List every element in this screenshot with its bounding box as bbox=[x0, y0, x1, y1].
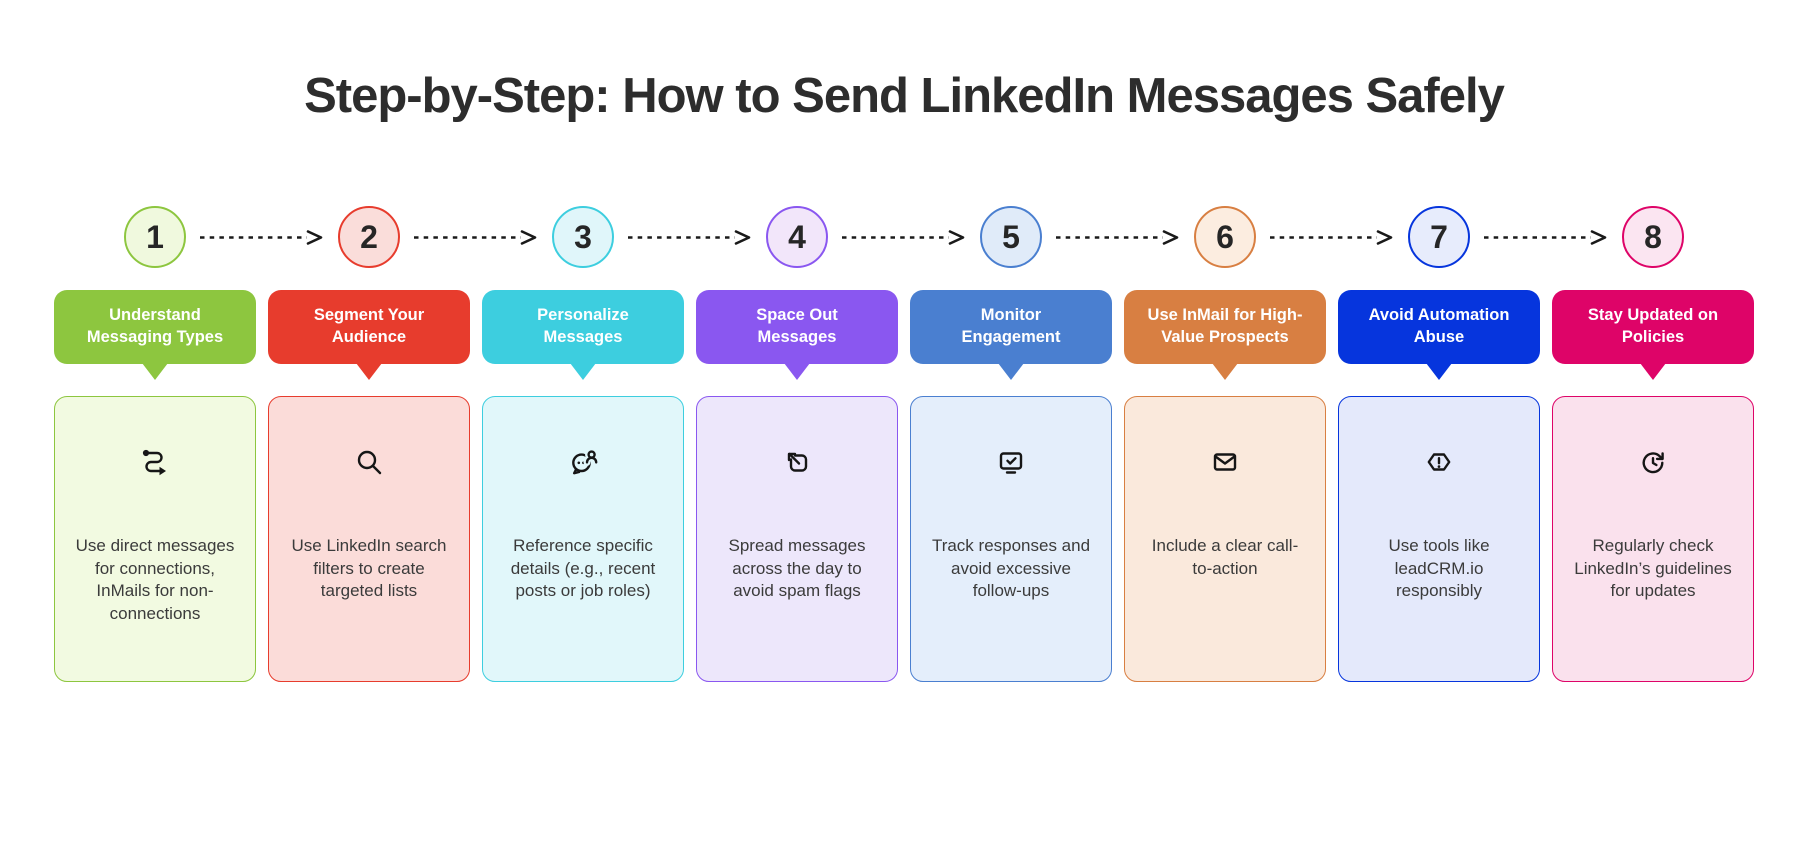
step-title-badge: Avoid Automation Abuse bbox=[1338, 290, 1540, 364]
step-number-badge: 7 bbox=[1408, 206, 1470, 268]
step-column: 2 Segment Your Audience Use LinkedIn sea… bbox=[268, 206, 537, 682]
step-description: Include a clear call-to-action bbox=[1151, 536, 1299, 578]
step-card: Regularly check LinkedIn’s guidelines fo… bbox=[1552, 396, 1754, 682]
step-card: Use LinkedIn search filters to create ta… bbox=[268, 396, 470, 682]
step-column: 7 Avoid Automation Abuse Use tools like … bbox=[1338, 206, 1607, 682]
step-number-badge: 6 bbox=[1194, 206, 1256, 268]
dashed-arrow-icon bbox=[628, 230, 751, 245]
page-title: Step-by-Step: How to Send LinkedIn Messa… bbox=[304, 69, 1505, 123]
step-title-badge: Space Out Messages bbox=[696, 290, 898, 364]
steps-grid: 1 Understand Messaging Types Use direct … bbox=[54, 206, 1754, 682]
step-description: Use tools like leadCRM.io responsibly bbox=[1388, 536, 1490, 601]
step-column: 4 Space Out Messages Spread messages acr… bbox=[696, 206, 965, 682]
step-card: Spread messages across the day to avoid … bbox=[696, 396, 898, 682]
dashed-arrow-icon bbox=[842, 230, 965, 245]
mail-icon bbox=[1135, 443, 1315, 481]
step-number-badge: 2 bbox=[338, 206, 400, 268]
search-icon bbox=[279, 443, 459, 481]
step-title-badge: Stay Updated on Policies bbox=[1552, 290, 1754, 364]
step-column: 8 Stay Updated on Policies Regularly che… bbox=[1552, 206, 1754, 682]
step-title-badge: Use InMail for High- Value Prospects bbox=[1124, 290, 1326, 364]
clock-refresh-icon bbox=[1563, 443, 1743, 481]
step-number-badge: 5 bbox=[980, 206, 1042, 268]
arrow-out-square-icon bbox=[707, 443, 887, 481]
step-column: 6 Use InMail for High- Value Prospects I… bbox=[1124, 206, 1393, 682]
step-title-badge: Segment Your Audience bbox=[268, 290, 470, 364]
step-number-badge: 1 bbox=[124, 206, 186, 268]
step-card: Use tools like leadCRM.io responsibly bbox=[1338, 396, 1540, 682]
step-description: Reference specific details (e.g., recent… bbox=[510, 536, 656, 601]
infographic: Step-by-Step: How to Send LinkedIn Messa… bbox=[0, 68, 1808, 841]
step-column: 1 Understand Messaging Types Use direct … bbox=[54, 206, 323, 682]
dashed-arrow-icon bbox=[414, 230, 537, 245]
step-description: Regularly check LinkedIn’s guidelines fo… bbox=[1574, 536, 1732, 601]
dashed-arrow-icon bbox=[1270, 230, 1393, 245]
step-column: 5 Monitor Engagement Track responses and… bbox=[910, 206, 1179, 682]
dashed-arrow-icon bbox=[200, 230, 323, 245]
alert-hexagon-icon bbox=[1349, 443, 1529, 481]
monitor-check-icon bbox=[921, 443, 1101, 481]
step-description: Track responses and avoid excessive foll… bbox=[931, 536, 1091, 601]
step-description: Use LinkedIn search filters to create ta… bbox=[291, 536, 447, 601]
step-description: Use direct messages for connections, InM… bbox=[75, 536, 235, 623]
step-title-badge: Understand Messaging Types bbox=[54, 290, 256, 364]
route-icon bbox=[65, 443, 245, 481]
step-number-badge: 8 bbox=[1622, 206, 1684, 268]
step-card: Reference specific details (e.g., recent… bbox=[482, 396, 684, 682]
step-card: Include a clear call-to-action bbox=[1124, 396, 1326, 682]
dashed-arrow-icon bbox=[1056, 230, 1179, 245]
step-card: Use direct messages for connections, InM… bbox=[54, 396, 256, 682]
message-user-icon bbox=[493, 443, 673, 481]
step-title-badge: Personalize Messages bbox=[482, 290, 684, 364]
dashed-arrow-icon bbox=[1484, 230, 1607, 245]
step-title-badge: Monitor Engagement bbox=[910, 290, 1112, 364]
step-description: Spread messages across the day to avoid … bbox=[728, 536, 866, 601]
step-number-badge: 3 bbox=[552, 206, 614, 268]
step-card: Track responses and avoid excessive foll… bbox=[910, 396, 1112, 682]
step-column: 3 Personalize Messages bbox=[482, 206, 751, 682]
step-number-badge: 4 bbox=[766, 206, 828, 268]
